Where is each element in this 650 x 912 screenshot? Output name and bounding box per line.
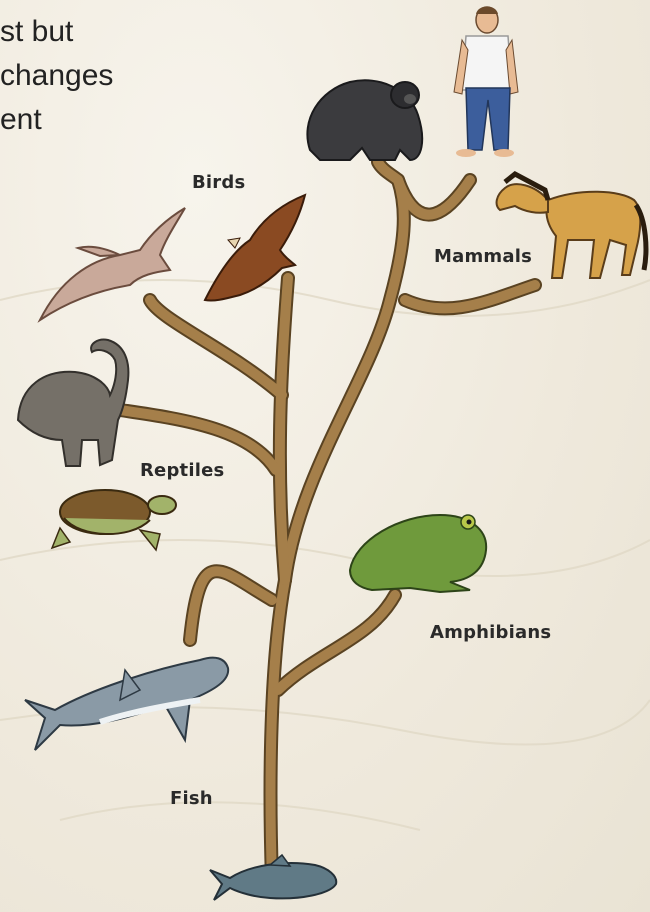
intro-line-1: st but xyxy=(0,10,113,54)
fish-label: Fish xyxy=(170,788,213,809)
intro-line-3: ent xyxy=(0,98,113,142)
amphibians-label: Amphibians xyxy=(430,622,551,643)
gorilla-illustration xyxy=(307,80,422,160)
dinosaur-illustration xyxy=(18,340,128,466)
fish-illustration xyxy=(210,855,336,900)
birds-label: Birds xyxy=(192,172,245,193)
reptiles-label: Reptiles xyxy=(140,460,224,481)
intro-text: st but changes ent xyxy=(0,10,113,142)
pterosaur-illustration xyxy=(40,208,185,320)
mammals-label: Mammals xyxy=(434,246,532,267)
background-sketch xyxy=(0,280,650,830)
intro-line-2: changes xyxy=(0,54,113,98)
turtle-illustration xyxy=(52,490,176,550)
frog-illustration xyxy=(350,515,486,592)
human-illustration xyxy=(454,7,518,158)
shark-illustration xyxy=(25,658,228,750)
